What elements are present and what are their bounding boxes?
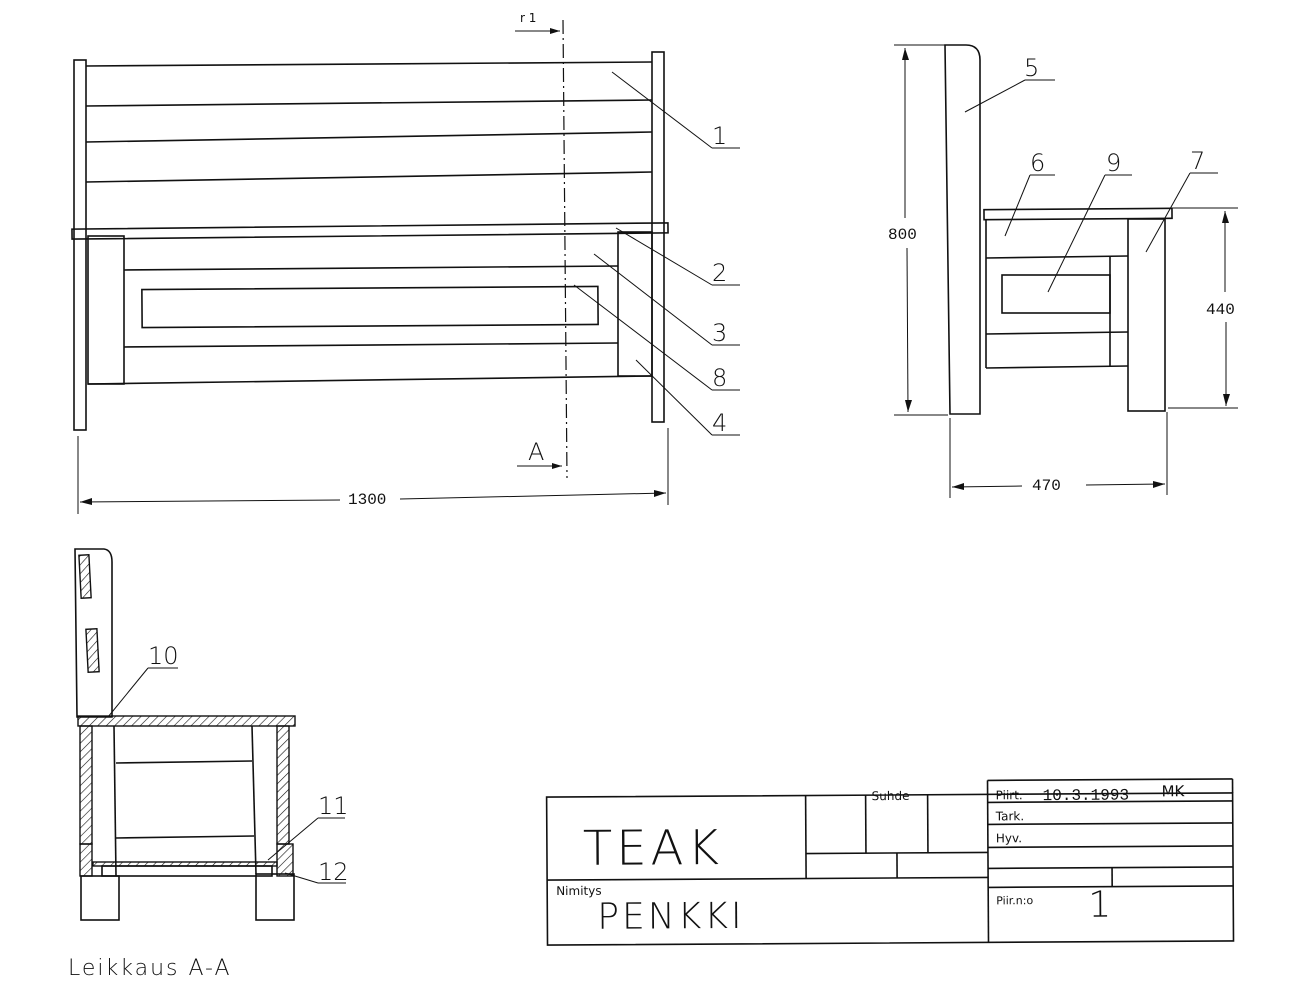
svg-text:4: 4: [712, 409, 727, 437]
svg-text:Piir.n:o: Piir.n:o: [996, 894, 1033, 907]
svg-text:2: 2: [712, 259, 727, 287]
svg-text:10: 10: [148, 642, 179, 670]
seat-height-dimension: 440: [1168, 207, 1238, 409]
svg-text:Piirt.: Piirt.: [996, 788, 1023, 802]
section-view: 10 11 12 Leikkaus A-A: [68, 548, 349, 981]
backrest-slats: [85, 61, 653, 183]
section-seat: [77, 715, 296, 727]
svg-text:11: 11: [318, 792, 349, 820]
svg-text:Hyv.: Hyv.: [996, 831, 1022, 845]
seat-board: [71, 222, 669, 240]
section-marker: A: [528, 438, 544, 466]
section-back: [74, 548, 113, 718]
depth-dimension: 470: [949, 412, 1168, 498]
front-panel: [141, 285, 599, 329]
side-panel: [1001, 274, 1111, 314]
svg-text:5: 5: [1024, 54, 1039, 82]
svg-text:12: 12: [318, 858, 349, 886]
width-dimension: 1300: [77, 428, 669, 514]
svg-text:Tark.: Tark.: [995, 809, 1024, 823]
svg-text:6: 6: [1030, 149, 1045, 177]
svg-text:Suhde: Suhde: [872, 789, 910, 803]
side-front-leg: [1127, 218, 1166, 412]
height-dimension: 800: [888, 44, 948, 416]
side-callouts: 5 6 9 7: [964, 54, 1218, 293]
svg-text:Nimitys: Nimitys: [556, 884, 601, 898]
section-rear-leg: [80, 875, 120, 921]
title-block: TEAK Suhde Piirt. 10.3.1993 MK Tark. Hyv…: [545, 778, 1235, 946]
section-callouts: 10 11 12: [107, 642, 349, 886]
side-view: 5 6 9 7 800 440: [888, 44, 1238, 498]
section-front-leg: [255, 873, 295, 921]
svg-text:8: 8: [712, 364, 727, 392]
svg-text:470: 470: [1032, 477, 1061, 495]
right-leg: [617, 231, 653, 377]
side-seat: [983, 207, 1173, 221]
svg-text:10.3.1993: 10.3.1993: [1043, 787, 1130, 806]
drawing-number: 1: [1088, 885, 1111, 926]
left-leg: [87, 235, 125, 385]
drawing-name: PENKKI: [597, 896, 744, 938]
left-post: [73, 59, 87, 431]
svg-text:7: 7: [1190, 147, 1205, 175]
svg-text:1300: 1300: [348, 491, 386, 509]
svg-text:9: 9: [1106, 149, 1121, 177]
material-text: TEAK: [583, 820, 723, 877]
back-post: [944, 44, 981, 415]
front-callouts: 1 2 3 8 4: [573, 71, 740, 437]
svg-text:800: 800: [888, 226, 917, 244]
svg-text:440: 440: [1206, 301, 1235, 319]
svg-text:1: 1: [712, 122, 727, 150]
svg-text:MK: MK: [1162, 782, 1186, 800]
section-caption: Leikkaus A-A: [68, 956, 232, 981]
section-line: [562, 19, 568, 479]
front-view: r 1 A 1 2 3 8 4 1300: [71, 11, 740, 514]
svg-text:3: 3: [712, 319, 727, 347]
svg-text:r 1: r 1: [520, 11, 536, 25]
